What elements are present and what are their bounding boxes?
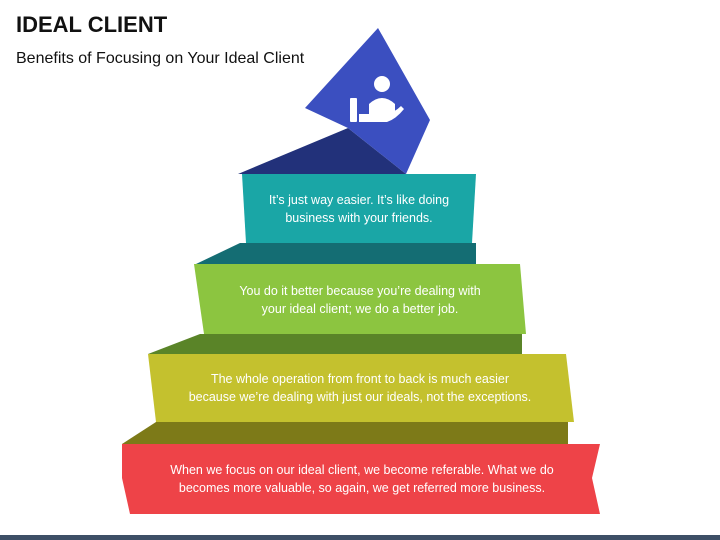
step-3-band [148,354,574,422]
top-triangle-shade [238,128,406,174]
step-3-text: The whole operation from front to back i… [152,358,568,418]
step-4-label: When we focus on our ideal client, we be… [170,463,554,495]
footer-bar [0,535,720,540]
page-subtitle: Benefits of Focusing on Your Ideal Clien… [16,50,305,67]
client-hand-icon [350,76,404,122]
step-2-band [194,264,526,334]
step-2-text: You do it better because you’re dealing … [200,270,520,330]
step-1-text: It’s just way easier. It’s like doing bu… [246,180,472,238]
step-2-label: You do it better because you’re dealing … [239,284,481,316]
page-title: IDEAL CLIENT [16,12,168,37]
step-4-band [122,444,600,514]
step-1-label: It’s just way easier. It’s like doing bu… [268,193,450,225]
step-3-fold [122,422,568,444]
step-3-label: The whole operation from front to back i… [188,372,532,404]
step-4-text: When we focus on our ideal client, we be… [128,448,596,510]
top-triangle [305,28,430,174]
step-1-band [242,174,476,243]
step-2-fold [148,334,522,354]
step-1-fold [196,243,476,264]
